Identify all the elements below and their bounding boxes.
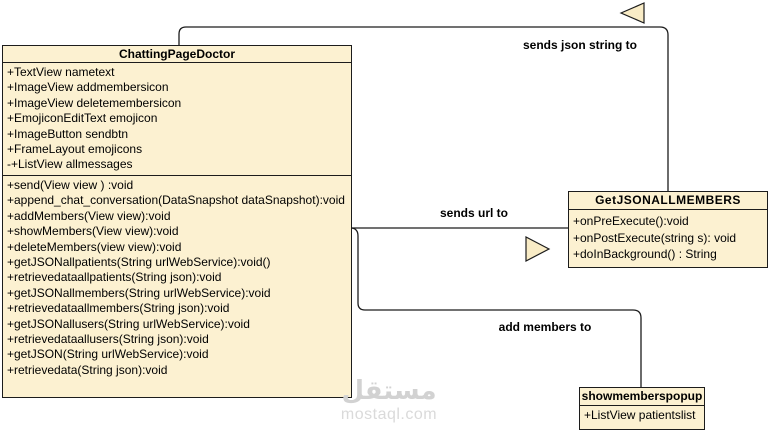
method-row: +retrievedataallusers(String json):void — [7, 332, 209, 347]
method-row: +retrievedata(String json):void — [7, 362, 168, 377]
attributes-section: +ListView patientslist — [580, 406, 704, 423]
class-showmemberspopup[interactable]: showmemberspopup +ListView patientslist — [579, 387, 705, 430]
class-title: showmemberspopup — [580, 388, 704, 406]
method-row: +retrievedataallmembers(String json):voi… — [7, 301, 230, 316]
attribute-row: +ImageView addmembersicon — [7, 80, 169, 95]
class-chattingpagedoctor[interactable]: ChattingPageDoctor +TextView nametext+Im… — [2, 45, 352, 398]
mostaql-domain-text: mostaql.com — [340, 406, 438, 423]
method-row: +onPostExecute(string s): void — [573, 230, 737, 245]
class-getjsonallmembers[interactable]: GetJSONALLMEMBERS +onPreExecute():void+o… — [568, 191, 768, 268]
arrowhead-right-icon — [525, 236, 551, 262]
method-row: +retrievedataallpatients(String json):vo… — [7, 270, 222, 285]
arrowhead-left-icon — [619, 2, 645, 24]
method-row: +getJSONallusers(String urlWebService):v… — [7, 316, 250, 331]
attribute-row: +TextView nametext — [7, 65, 115, 79]
attribute-row: +ListView patientslist — [584, 408, 696, 422]
class-title: GetJSONALLMEMBERS — [569, 192, 767, 210]
attribute-row: +FrameLayout emojicons — [7, 142, 143, 157]
edge-label-add-members-to: add members to — [498, 320, 592, 334]
method-row: +deleteMembers(view view):void — [7, 239, 182, 254]
method-row: +send(View view ) :void — [7, 178, 134, 192]
method-row: +getJSONallmembers(String urlWebService)… — [7, 285, 271, 300]
methods-section: +onPreExecute():void +onPostExecute(strin… — [569, 210, 767, 263]
edge-label-sends-json-string-to: sends json string to — [522, 38, 637, 52]
edge-label-sends-url-to: sends url to — [439, 206, 508, 220]
attribute-row: +EmojiconEditText emojicon — [7, 111, 158, 126]
method-row: +onPreExecute():void — [573, 214, 689, 228]
method-row: +addMembers(View view):void — [7, 208, 171, 223]
method-row: +getJSONallpatients(String urlWebService… — [7, 255, 271, 270]
attributes-section: +TextView nametext+ImageView addmembersi… — [3, 63, 351, 176]
method-row: +showMembers(View view):void — [7, 224, 179, 239]
attribute-row: +ImageButton sendbtn — [7, 126, 129, 141]
method-row: +doInBackground() : String — [573, 247, 717, 261]
methods-section: +send(View view ) :void+append_chat_conv… — [3, 176, 351, 378]
attribute-row: -+ListView allmessages — [7, 157, 133, 172]
attribute-row: +ImageView deletemembersicon — [7, 95, 182, 110]
method-row: +getJSON(String urlWebService):void — [7, 347, 209, 362]
class-title: ChattingPageDoctor — [3, 46, 351, 63]
method-row: +append_chat_conversation(DataSnapshot d… — [7, 193, 345, 208]
